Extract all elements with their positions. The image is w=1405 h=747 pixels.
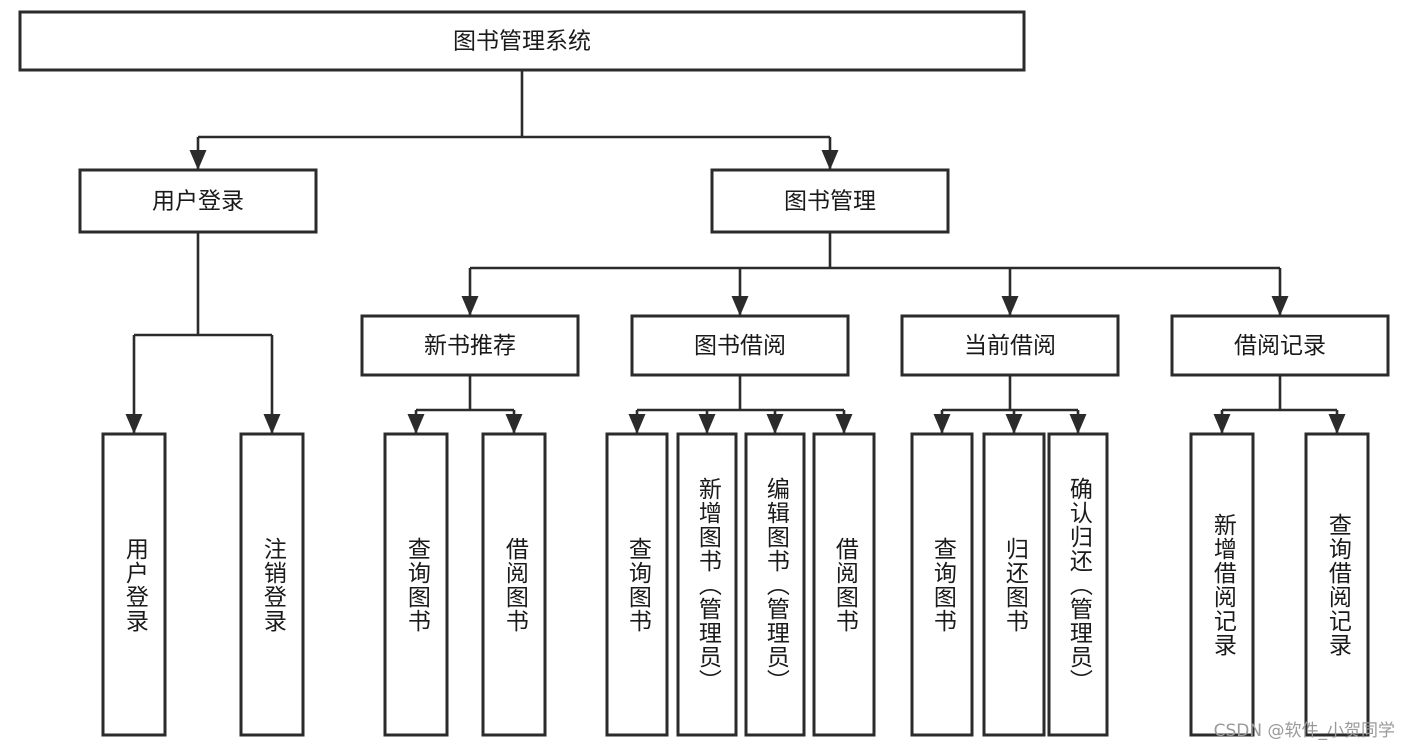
arrowhead-icon-bookmgmt-3 xyxy=(1271,296,1289,316)
csdn-watermark: CSDN @软件_小贺同学 xyxy=(1213,721,1395,741)
arrowhead-icon-l3-0-1 xyxy=(505,414,523,434)
node-box-book-borrow[interactable] xyxy=(630,314,850,377)
node-label-book-borrow: 图书借阅 xyxy=(694,333,786,359)
node-box-borrow-record[interactable] xyxy=(1170,314,1390,377)
arrowhead-icon-l3-0-0 xyxy=(407,414,425,434)
node-label-borrow-record: 借阅记录 xyxy=(1234,333,1326,359)
node-box-book-management[interactable] xyxy=(710,168,950,234)
node-box-leaf-query-book-1[interactable] xyxy=(383,432,449,737)
node-label-current-borrow: 当前借阅 xyxy=(964,333,1056,359)
node-box-current-borrow[interactable] xyxy=(900,314,1120,377)
node-box-leaf-add-book[interactable] xyxy=(676,432,738,737)
arrowhead-icon-l3-3-0 xyxy=(1213,414,1231,434)
node-box-leaf-borrow-book-2[interactable] xyxy=(812,432,876,737)
node-box-leaf-query-book-3[interactable] xyxy=(910,432,974,737)
node-box-leaf-user-login[interactable] xyxy=(101,432,167,737)
edges-layer xyxy=(125,70,1346,434)
node-box-leaf-borrow-book-1[interactable] xyxy=(481,432,547,737)
arrowhead-icon-userlogin-1 xyxy=(263,414,281,434)
arrowhead-icon-l3-2-0 xyxy=(933,414,951,434)
node-box-leaf-confirm-return[interactable] xyxy=(1047,432,1109,737)
node-label-new-book-recommend: 新书推荐 xyxy=(424,333,516,359)
node-box-user-login[interactable] xyxy=(78,168,318,234)
node-label-book-management: 图书管理 xyxy=(784,189,876,215)
node-box-root[interactable] xyxy=(18,10,1026,72)
arrowhead-icon-l3-1-0 xyxy=(628,414,646,434)
arrowhead-icon-l3-1-3 xyxy=(835,414,853,434)
boxes-layer xyxy=(18,10,1390,737)
arrowhead-icon-l3-2-1 xyxy=(1005,414,1023,434)
arrowhead-icon-l3-1-2 xyxy=(766,414,784,434)
arrowhead-icon-bookmgmt-0 xyxy=(461,296,479,316)
node-box-leaf-query-record[interactable] xyxy=(1304,432,1370,737)
arrowhead-icon-userlogin-0 xyxy=(125,414,143,434)
arrowhead-icon-root-1 xyxy=(821,150,839,170)
arrowhead-icon-l3-2-2 xyxy=(1069,414,1087,434)
node-box-leaf-user-logout[interactable] xyxy=(239,432,305,737)
node-box-new-book-recommend[interactable] xyxy=(360,314,580,377)
node-label-root: 图书管理系统 xyxy=(453,29,591,55)
node-label-user-login: 用户登录 xyxy=(152,189,244,215)
arrowhead-icon-bookmgmt-1 xyxy=(731,296,749,316)
node-box-leaf-add-record[interactable] xyxy=(1189,432,1255,737)
arrowhead-icon-l3-1-1 xyxy=(698,414,716,434)
arrowhead-icon-root-0 xyxy=(189,150,207,170)
arrowhead-icon-l3-3-1 xyxy=(1328,414,1346,434)
node-box-leaf-edit-book[interactable] xyxy=(744,432,806,737)
arrowhead-icon-bookmgmt-2 xyxy=(1001,296,1019,316)
node-box-leaf-return-book[interactable] xyxy=(982,432,1046,737)
node-box-leaf-query-book-2[interactable] xyxy=(605,432,669,737)
